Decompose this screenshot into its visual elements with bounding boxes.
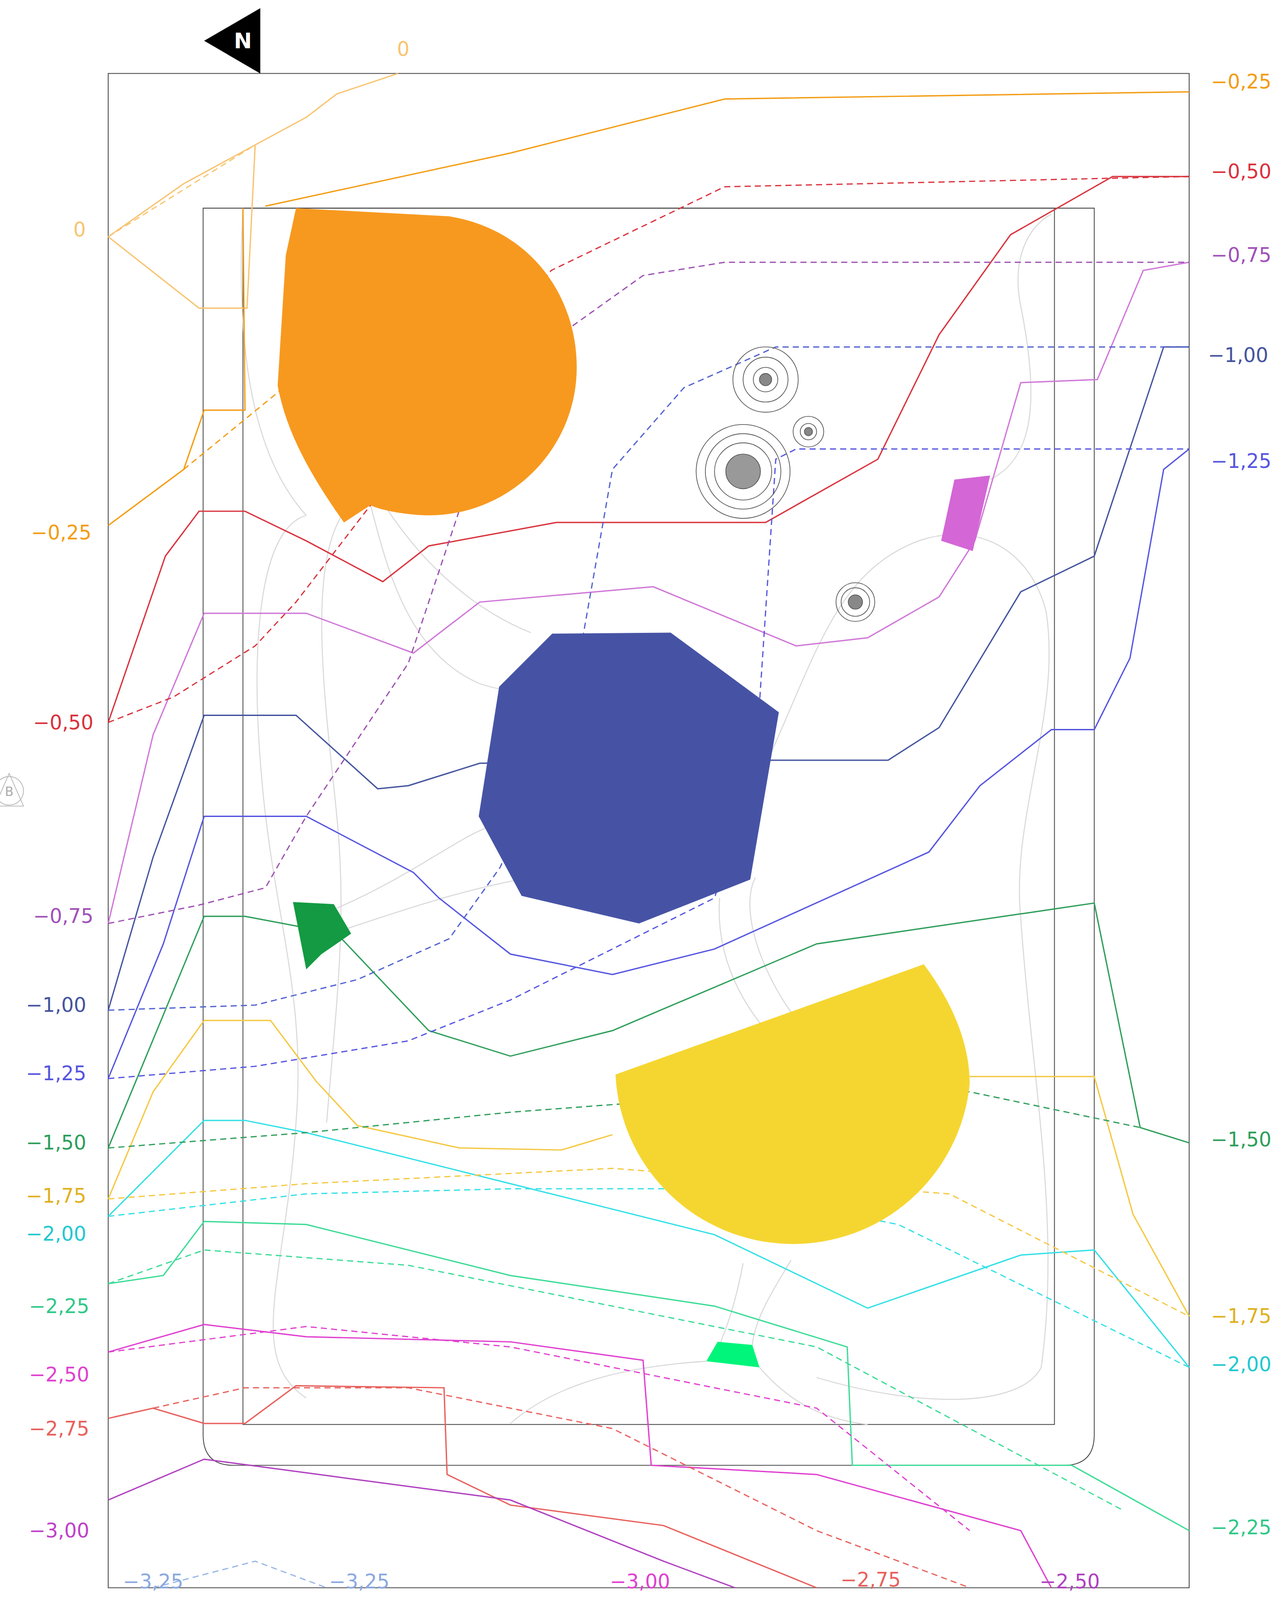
contour-elevation: −2,25	[1211, 1518, 1272, 1538]
contour-elevation: −3,00	[609, 1572, 671, 1592]
contour-elevation: −1,75	[25, 1186, 87, 1207]
contour-elevation: −2,50	[29, 1365, 90, 1385]
contour-elevation: −0,50	[33, 713, 94, 733]
contour-elevation: −0,75	[1211, 245, 1272, 266]
contour-elevation: −3,00	[29, 1521, 90, 1541]
contour-elevation: −2,75	[29, 1419, 90, 1440]
contour-elevation: −0,25	[1211, 71, 1272, 92]
contour-elevation: −2,00	[25, 1224, 87, 1245]
contour-elevation: −1,25	[25, 1063, 87, 1084]
contour-elevation: −3,25	[329, 1572, 390, 1592]
contour-elevation: −1,50	[1211, 1130, 1272, 1150]
contour-elevation: −0,25	[31, 523, 92, 543]
contour-elevation: −2,25	[29, 1296, 90, 1317]
contour-elevation: −2,50	[1039, 1572, 1100, 1592]
contour-elevation: −1,25	[1211, 451, 1272, 472]
contour-elevation: −1,50	[25, 1133, 87, 1153]
contour-elevation: −1,75	[1211, 1306, 1272, 1327]
section-marker: B	[4, 785, 14, 799]
contour-elevation: −2,75	[840, 1570, 901, 1591]
contour-elevation: −1,00	[25, 995, 87, 1016]
contour-elevation: −1,00	[1207, 345, 1269, 366]
contour-elevation: −0,75	[33, 906, 94, 927]
contour-elevation: −2,00	[1211, 1354, 1272, 1375]
contour-elevation: 0	[396, 39, 410, 60]
contour-elevation: 0	[73, 219, 86, 240]
contour-elevation: −3,25	[122, 1572, 184, 1592]
north-arrow-label: N	[233, 29, 252, 52]
contour-elevation: −0,50	[1211, 161, 1272, 182]
